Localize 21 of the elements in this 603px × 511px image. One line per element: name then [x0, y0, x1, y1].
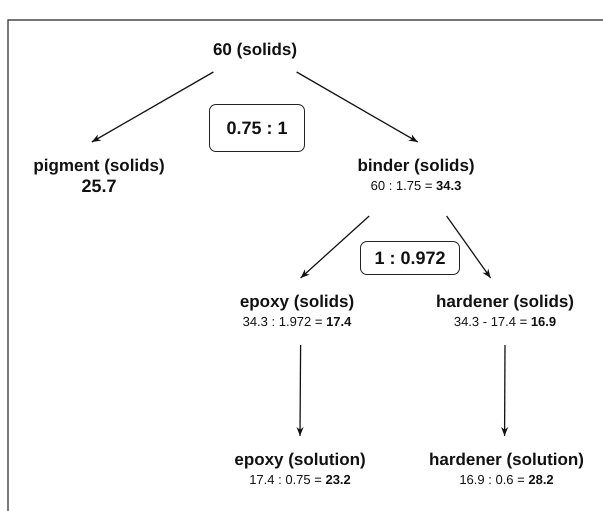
formula-text: 17.4 : 0.75 = 23.2: [248, 471, 352, 489]
formula-text: 60 : 1.75 = 34.3: [370, 177, 462, 195]
node-title: epoxy (solution): [233, 450, 367, 470]
arrow: [446, 216, 492, 278]
node-title: hardener (solution): [428, 450, 585, 470]
arrow: [91, 71, 214, 143]
arrow: [296, 71, 418, 143]
node-title: 60 (solids): [212, 40, 298, 60]
node-title: pigment (solids): [32, 156, 166, 176]
formula-text: 16.9 : 0.6 = 28.2: [458, 471, 555, 489]
formula-text: 34.3 - 17.4 = 16.9: [452, 313, 558, 331]
node-title: hardener (solids): [435, 292, 575, 312]
formula-text: 34.3 : 1.972 = 17.4: [242, 313, 352, 331]
node-title: binder (solids): [356, 156, 476, 176]
node-title: epoxy (solids): [238, 292, 356, 312]
ratio-box: 1 : 0.972: [360, 241, 460, 275]
arrow: [300, 216, 370, 278]
value-text: 25.7: [80, 176, 118, 197]
arrow: [501, 345, 508, 436]
arrow: [296, 345, 304, 436]
ratio-box: 0.75 : 1: [209, 104, 305, 152]
